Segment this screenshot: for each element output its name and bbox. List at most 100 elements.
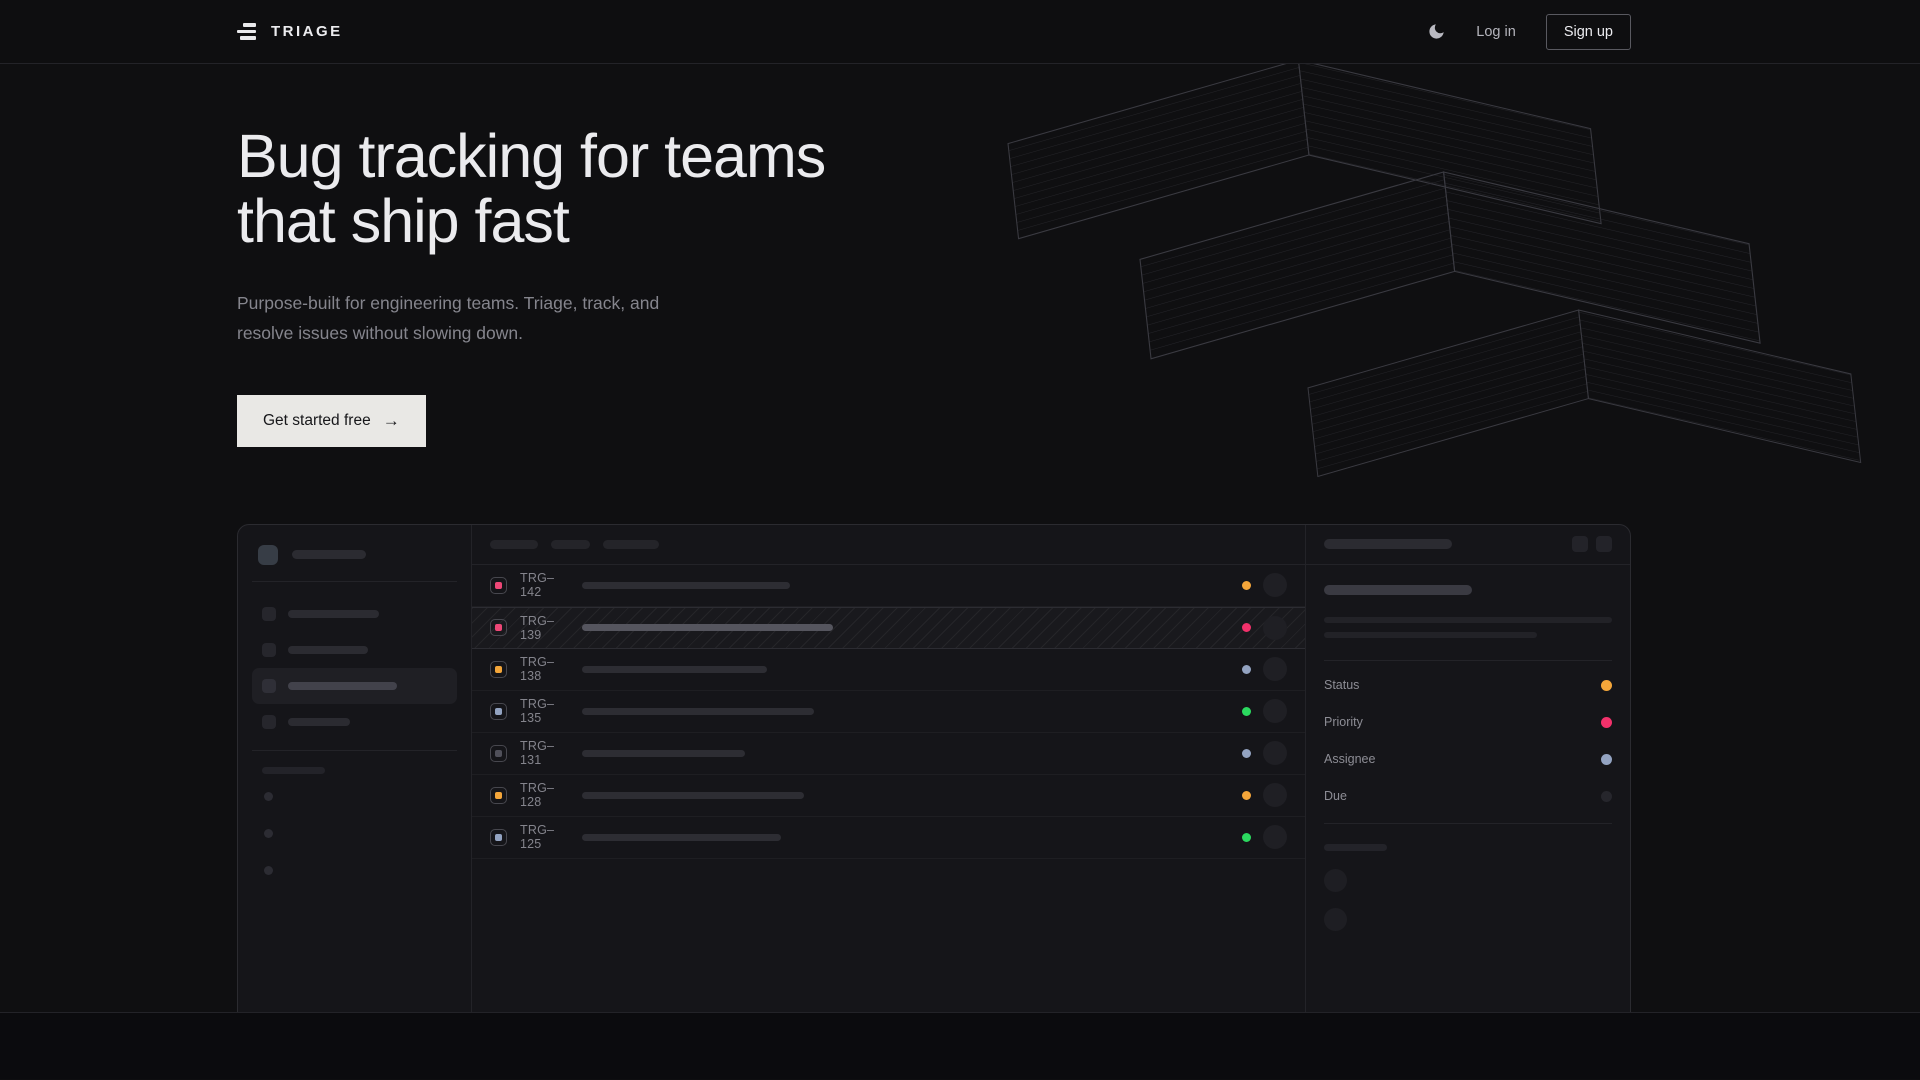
sidebar-nav-icon [262, 678, 276, 693]
property-row: Assignee [1324, 741, 1612, 778]
issue-status-icon [490, 828, 507, 846]
property-label: Priority [1324, 715, 1363, 730]
issue-priority-dot [1242, 748, 1251, 758]
issue-status-icon [490, 744, 507, 762]
sidebar-nav-icon [262, 714, 276, 729]
property-row: Status [1324, 667, 1612, 704]
detail-header-button [1572, 536, 1588, 553]
issue-id: TRG–135 [520, 697, 555, 726]
toolbar-pill-skeleton [551, 539, 590, 549]
property-list: Status Priority Assignee Due [1324, 667, 1612, 815]
issue-assignee-avatar [1263, 615, 1287, 640]
issue-status-icon-fill [495, 624, 502, 632]
issue-row: TRG–128 [472, 775, 1305, 817]
issue-priority-dot [1242, 832, 1251, 842]
detail-panel-body: Status Priority Assignee Due [1306, 565, 1630, 931]
issue-row: TRG–142 [472, 565, 1305, 607]
issue-status-icon [490, 576, 507, 594]
property-label: Assignee [1324, 752, 1376, 767]
sidebar-section-label-skeleton [262, 766, 325, 774]
issue-title-skeleton [582, 665, 767, 673]
issue-row: TRG–131 [472, 733, 1305, 775]
detail-header-button [1596, 536, 1612, 553]
issue-status-icon-fill [495, 707, 502, 715]
issue-assignee-avatar [1263, 783, 1287, 808]
issue-status-icon [490, 786, 507, 804]
logo[interactable]: TRIAGE [237, 23, 343, 40]
detail-title-skeleton [1324, 539, 1452, 550]
mockup-issue-list-panel: TRG–142 TRG–139 TRG–138 TRG–135 [471, 524, 1306, 1012]
issue-priority-dot [1242, 623, 1251, 633]
mockup-detail-panel: Status Priority Assignee Due [1306, 525, 1630, 1012]
issue-status-icon [490, 619, 507, 637]
get-started-button[interactable]: Get started free → [237, 394, 426, 447]
panel-divider [1324, 659, 1612, 661]
property-row: Priority [1324, 704, 1612, 741]
issue-priority-dot [1242, 580, 1251, 590]
activity-avatar [1324, 907, 1347, 931]
issue-id: TRG–142 [520, 571, 555, 600]
property-value-dot [1601, 679, 1612, 691]
property-row: Due [1324, 778, 1612, 815]
property-value-dot [1601, 753, 1612, 765]
detail-panel-header [1306, 525, 1630, 565]
hero-heading: Bug tracking for teams that ship fast [237, 122, 826, 255]
panel-divider [1324, 822, 1612, 824]
sidebar-nav-label-skeleton [288, 681, 397, 690]
sidebar-item-dot [264, 828, 273, 838]
issue-id: TRG–138 [520, 655, 555, 684]
issue-title-skeleton [582, 581, 790, 589]
hero-subtitle: Purpose-built for engineering teams. Tri… [237, 293, 660, 344]
issue-status-icon-fill [495, 749, 502, 757]
signup-button[interactable]: Sign up [1545, 13, 1631, 50]
issue-title-skeleton [582, 707, 814, 715]
issue-status-icon-fill [495, 791, 502, 799]
workspace-name-skeleton [292, 550, 366, 560]
sidebar-nav-item [252, 667, 457, 704]
property-label: Due [1324, 789, 1347, 804]
workspace-header [252, 543, 457, 582]
login-link[interactable]: Log in [1476, 23, 1516, 40]
activity-avatar-list [1324, 868, 1612, 931]
sidebar-nav-icon [262, 642, 276, 657]
footer [0, 1013, 1920, 1079]
sidebar-nav-item [252, 632, 457, 668]
issue-title-skeleton [582, 624, 833, 632]
property-value-dot [1601, 716, 1612, 728]
issue-assignee-avatar [1263, 699, 1287, 724]
issue-row: TRG–135 [472, 691, 1305, 733]
issue-list: TRG–142 TRG–139 TRG–138 TRG–135 [472, 565, 1305, 859]
description-line-skeleton [1324, 631, 1537, 638]
issue-id: TRG–139 [520, 613, 555, 642]
property-label: Status [1324, 678, 1360, 693]
issue-list-toolbar [472, 525, 1305, 565]
issue-status-icon [490, 660, 507, 678]
navbar-actions: Log in Sign up [1427, 13, 1631, 50]
issue-id: TRG–128 [520, 781, 555, 810]
sidebar-nav-label-skeleton [288, 645, 368, 654]
issue-id: TRG–125 [520, 823, 555, 852]
get-started-label: Get started free [263, 411, 371, 429]
sidebar-item-dot [264, 791, 273, 801]
issue-status-icon-fill [495, 833, 502, 841]
issue-priority-dot [1242, 790, 1251, 800]
sidebar-nav-label-skeleton [288, 717, 350, 726]
issue-status-icon [490, 702, 507, 720]
theme-toggle-button[interactable] [1427, 22, 1446, 41]
issue-row: TRG–138 [472, 649, 1305, 691]
issue-priority-dot [1242, 706, 1251, 716]
issue-status-icon-fill [495, 581, 502, 589]
sidebar-nav-item [252, 596, 457, 632]
issue-title-skeleton [582, 791, 804, 799]
issue-priority-dot [1242, 664, 1251, 674]
workspace-avatar [258, 544, 278, 565]
issue-title-skeleton [582, 749, 745, 757]
hero-section: Bug tracking for teams that ship fast Pu… [0, 64, 1920, 1013]
moon-icon [1429, 24, 1444, 39]
activity-avatar [1324, 868, 1347, 892]
property-value-dot [1601, 790, 1612, 802]
sidebar-nav-item [252, 704, 457, 740]
sidebar-item-dot [264, 865, 273, 875]
issue-assignee-avatar [1263, 741, 1287, 766]
description-line-skeleton [1324, 616, 1612, 623]
